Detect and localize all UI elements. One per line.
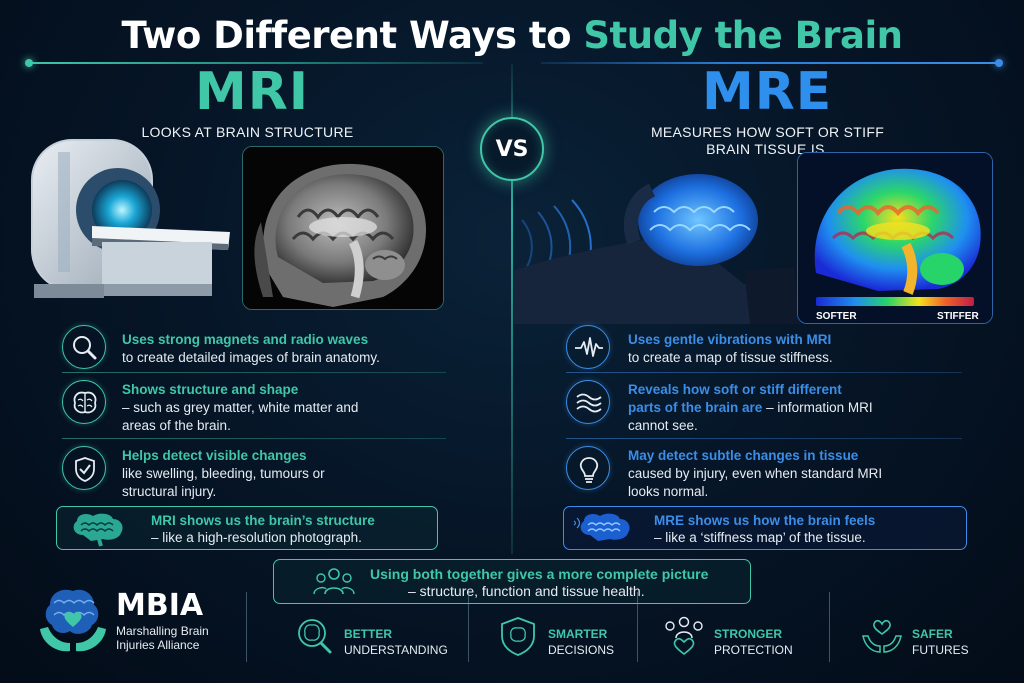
mri-feature-3-text: like swelling, bleeding, tumours or stru… xyxy=(122,466,325,499)
mre-feature-1: Uses gentle vibrations with MRI to creat… xyxy=(628,331,958,367)
shield-check-icon xyxy=(62,446,106,490)
combined-line1: Using both together gives a more complet… xyxy=(370,566,709,582)
benefit-2-line1: SMARTER xyxy=(548,627,608,641)
footer-separator-2 xyxy=(468,592,469,662)
mri-brain-scan-image xyxy=(242,146,444,310)
mre-summary-line1: MRE shows us how the brain feels xyxy=(654,513,876,528)
mri-feature-3-highlight: Helps detect visible changes xyxy=(122,448,307,463)
mri-summary-brain-icon xyxy=(73,513,123,547)
mri-separator-2 xyxy=(62,438,446,439)
hands-heart-icon xyxy=(862,619,902,653)
mre-feature-3-highlight: May detect subtle changes in tissue xyxy=(628,448,859,463)
mre-feature-3-text: caused by injury, even when standard MRI… xyxy=(628,466,883,499)
title-part1: Two Different Ways to xyxy=(121,14,584,57)
mri-feature-1-highlight: Uses strong magnets and radio waves xyxy=(122,332,369,347)
waveform-icon xyxy=(566,325,610,369)
mre-subtitle-line1: MEASURES HOW SOFT OR STIFF xyxy=(650,124,885,140)
mre-separator-2 xyxy=(566,438,962,439)
benefit-4-line2: FUTURES xyxy=(912,643,969,657)
benefit-3-line2: PROTECTION xyxy=(714,643,793,657)
mri-summary-line1: MRI shows us the brain’s structure xyxy=(151,513,375,528)
mri-feature-2: Shows structure and shape – such as grey… xyxy=(122,381,392,435)
org-full-name: Marshalling Brain Injuries Alliance xyxy=(116,624,209,652)
people-icon xyxy=(313,568,355,595)
stiffness-color-scale xyxy=(816,297,974,306)
benefit-4-line1: SAFER xyxy=(912,627,953,641)
page-title: Two Different Ways to Study the Brain xyxy=(0,14,1024,57)
mri-feature-1-text: to create detailed images of brain anato… xyxy=(122,350,380,365)
mre-subtitle-line2: BRAIN TISSUE IS. xyxy=(706,141,829,157)
combined-text: Using both together gives a more complet… xyxy=(370,566,750,600)
brain-icon xyxy=(62,380,106,424)
combined-summary-box: Using both together gives a more complet… xyxy=(273,559,751,604)
waves-icon xyxy=(566,380,610,424)
mre-feature-2-text: – information MRI cannot see. xyxy=(628,400,873,433)
mri-feature-2-highlight: Shows structure and shape xyxy=(122,382,299,397)
scale-label-softer: SOFTER xyxy=(816,311,857,322)
left-divider-line xyxy=(28,62,483,64)
mre-summary-text: MRE shows us how the brain feels – like … xyxy=(654,512,875,546)
footer-separator-4 xyxy=(829,592,830,662)
mri-summary-box: MRI shows us the brain’s structure – lik… xyxy=(56,506,438,550)
mri-scanner-illustration xyxy=(31,139,230,298)
mbia-logo xyxy=(40,589,106,652)
benefit-1-line1: BETTER xyxy=(344,627,392,641)
right-divider-line xyxy=(541,62,999,64)
scale-label-stiffer: STIFFER xyxy=(937,311,979,322)
right-rule-dot xyxy=(995,59,1003,67)
mre-feature-1-text: to create a map of tissue stiffness. xyxy=(628,350,833,365)
benefit-1-line2: UNDERSTANDING xyxy=(344,643,448,657)
mri-feature-3: Helps detect visible changes like swelli… xyxy=(122,447,382,501)
mri-summary-text: MRI shows us the brain’s structure – lik… xyxy=(151,512,375,546)
mri-feature-2-text: – such as grey matter, white matter and … xyxy=(122,400,359,433)
combined-line2: – structure, function and tissue health. xyxy=(408,583,645,599)
mre-feature-2-highlight: Reveals how soft or stiff different part… xyxy=(628,382,842,415)
vs-badge: VS xyxy=(480,117,544,181)
brain-shield-icon xyxy=(501,617,535,656)
mri-separator-1 xyxy=(62,372,446,373)
footer-separator-3 xyxy=(637,592,638,662)
footer-separator-1 xyxy=(246,592,247,662)
org-abbreviation: MBIA xyxy=(116,588,204,623)
mri-summary-line2: – like a high-resolution photograph. xyxy=(151,530,362,545)
mre-feature-1-highlight: Uses gentle vibrations with MRI xyxy=(628,332,832,347)
mre-feature-2: Reveals how soft or stiff different part… xyxy=(628,381,878,435)
mre-patient-illustration xyxy=(514,174,800,324)
mre-subtitle: MEASURES HOW SOFT OR STIFF BRAIN TISSUE … xyxy=(640,124,895,158)
people-heart-icon xyxy=(665,616,703,656)
benefit-3-line1: STRONGER xyxy=(714,627,783,641)
lightbulb-icon xyxy=(566,446,610,490)
center-divider xyxy=(511,64,513,554)
title-part2: Study the Brain xyxy=(583,14,903,57)
brain-magnifier-icon xyxy=(298,619,332,654)
mre-separator-1 xyxy=(566,372,962,373)
mri-feature-1: Uses strong magnets and radio waves to c… xyxy=(122,331,452,367)
magnifier-icon xyxy=(62,325,106,369)
mre-heading: MRE xyxy=(702,62,833,122)
mre-summary-box: MRE shows us how the brain feels – like … xyxy=(563,506,967,550)
mri-heading: MRI xyxy=(195,62,310,122)
left-rule-dot xyxy=(25,59,33,67)
mre-summary-brain-icon xyxy=(573,513,630,541)
mre-summary-line2: – like a ‘stiffness map’ of the tissue. xyxy=(654,530,866,545)
mre-feature-3: May detect subtle changes in tissue caus… xyxy=(628,447,898,501)
benefit-2-line2: DECISIONS xyxy=(548,643,615,657)
mre-stiffness-map-image xyxy=(797,152,993,324)
mri-subtitle: LOOKS AT BRAIN STRUCTURE xyxy=(141,124,354,140)
